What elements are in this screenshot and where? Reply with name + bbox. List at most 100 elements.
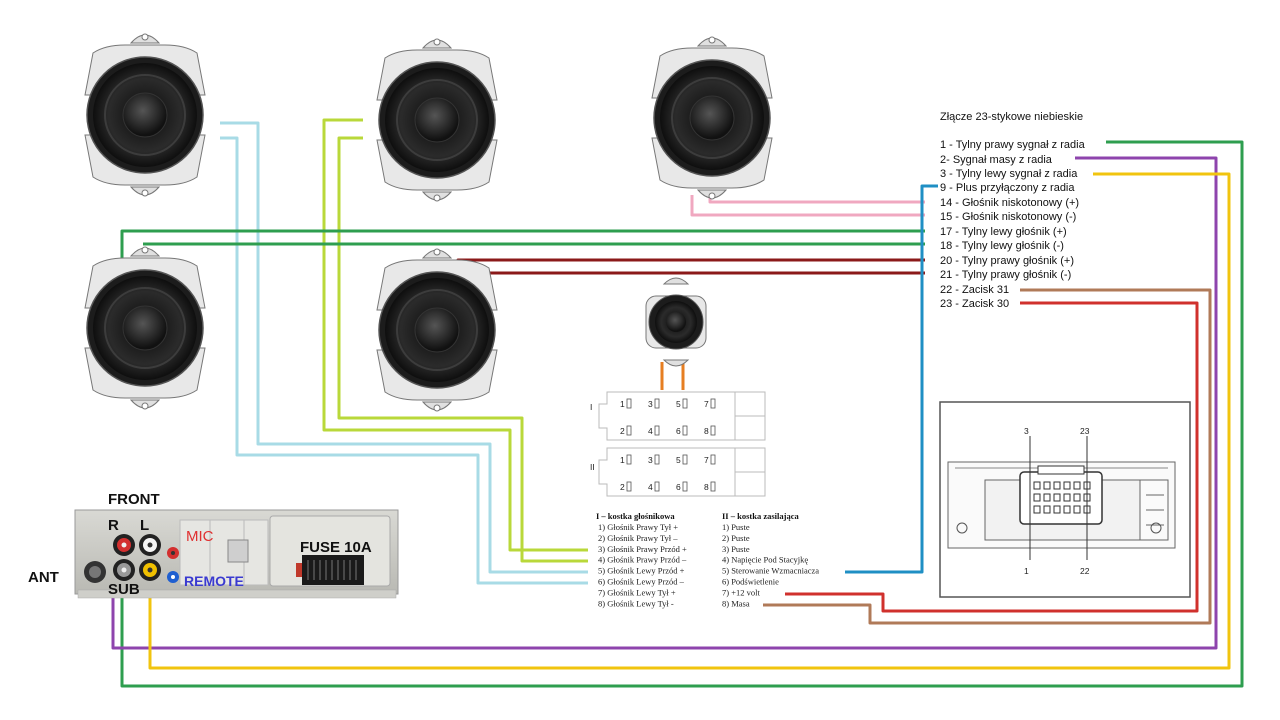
iso-block1-mark: I: [590, 402, 592, 412]
iso-cell: 2: [620, 482, 625, 492]
label-l: L: [140, 517, 149, 534]
speaker-front-left: [84, 33, 206, 197]
antenna-jack: [84, 561, 106, 583]
mic-jack: [167, 547, 179, 559]
head-unit: FRONT R L MIC REMOTE FUSE 10A ANT SUB: [28, 491, 399, 599]
rca-front-left: [139, 534, 161, 556]
plug-label-1: 1: [1024, 566, 1029, 576]
wire-ground-31: [763, 288, 1212, 625]
wire-rear-right-signal: [120, 140, 1244, 688]
iso-cell-contact: [710, 481, 716, 492]
speaker-front-right: [376, 38, 498, 202]
iso-cell-contact: [626, 454, 632, 465]
wire-woofer-plus: [690, 195, 925, 217]
iso-list2-item: 8) Masa: [722, 598, 750, 608]
plug-label-23: 23: [1080, 426, 1090, 436]
iso-cell-contact: [626, 425, 632, 436]
iso-cell: 2: [620, 426, 625, 436]
iso-list1-item: 1) Głośnik Prawy Tył +: [598, 522, 678, 532]
wire-front-left-plus: [220, 121, 588, 574]
label-sub: SUB: [108, 581, 140, 598]
pin-row: 9 - Plus przyłączony z radia: [940, 182, 1075, 194]
label-fuse: FUSE 10A: [300, 539, 372, 556]
pin-row: 22 - Zacisk 31: [940, 284, 1009, 296]
iso-cell: 3: [648, 399, 653, 409]
iso-cell-contact: [654, 398, 660, 409]
iso-cell: 4: [648, 426, 653, 436]
pin-row: 23 - Zacisk 30: [940, 298, 1009, 310]
pin-row: 21 - Tylny prawy głośnik (-): [940, 269, 1071, 281]
plug-drawing: 3 23 1 22: [939, 401, 1191, 598]
plug-pin: [1043, 505, 1051, 514]
plug-pin: [1073, 481, 1081, 490]
wire-front-right-minus: [337, 136, 588, 563]
iso-block2-mark: II: [590, 462, 595, 472]
iso-cell-contact: [710, 454, 716, 465]
label-front: FRONT: [108, 491, 160, 508]
iso-cell: 3: [648, 455, 653, 465]
iso-list1-item: 3) Głośnik Prawy Przód +: [598, 544, 687, 554]
wire-woofer-minus: [708, 192, 925, 204]
iso-cell: 4: [648, 482, 653, 492]
iso-cell: 1: [620, 399, 625, 409]
tweeter: [645, 277, 707, 367]
plug-pin: [1053, 481, 1061, 490]
iso-cell-contact: [682, 398, 688, 409]
iso-list2-item: 5) Sterowanie Wzmacniacza: [722, 566, 819, 576]
connector-title: Złącze 23-stykowe niebieskie: [940, 111, 1083, 123]
plug-label-3: 3: [1024, 426, 1029, 436]
plug-pin: [1033, 493, 1041, 502]
wire-remote-plus: [845, 184, 938, 574]
iso-cell-contact: [626, 481, 632, 492]
pin-row: 17 - Tylny lewy głośnik (+): [940, 226, 1067, 238]
iso-cell: 5: [676, 455, 681, 465]
iso-cell-contact: [626, 398, 632, 409]
iso-cell-contact: [710, 398, 716, 409]
iso-list2-item: 4) Napięcie Pod Stacyjkę: [722, 555, 808, 565]
label-remote: REMOTE: [184, 573, 244, 589]
rca-front-right: [113, 534, 135, 556]
iso-list2-item: 7) +12 volt: [722, 587, 760, 597]
wire-plus-30: [785, 301, 1199, 613]
wire-rear-right-plus: [456, 258, 925, 272]
pin-row: 15 - Głośnik niskotonowy (-): [940, 211, 1076, 223]
wire-front-left-minus: [220, 136, 588, 585]
iso-cell: 7: [704, 399, 709, 409]
plug-pin: [1033, 505, 1041, 514]
speaker-rear-left: [84, 246, 206, 410]
plug-pin: [1043, 493, 1051, 502]
iso-cell-contact: [654, 454, 660, 465]
rca-sub-left: [139, 559, 161, 581]
iso-cell: 8: [704, 482, 709, 492]
iso-list1-item: 5) Głośnik Lewy Przód +: [598, 566, 685, 576]
label-mic: MIC: [186, 528, 214, 545]
connector-pin-list: Złącze 23-stykowe niebieskie 1 - Tylny p…: [940, 111, 1086, 310]
iso-cell: 6: [676, 426, 681, 436]
iso-cell-contact: [682, 425, 688, 436]
plug-label-22: 22: [1080, 566, 1090, 576]
iso-cell: 7: [704, 455, 709, 465]
iso-cell-contact: [654, 425, 660, 436]
iso-legend: I – kostka głośnikowa II – kostka zasila…: [596, 511, 819, 608]
iso-cell-contact: [682, 481, 688, 492]
pin-row: 1 - Tylny prawy sygnał z radia: [940, 139, 1086, 151]
plug-pin: [1063, 493, 1071, 502]
speaker-rear-right: [376, 248, 498, 412]
speaker-woofer: [651, 36, 773, 200]
remote-jack: [167, 571, 179, 583]
iso-list1-item: 7) Głośnik Lewy Tył +: [598, 587, 676, 597]
plug-pin: [1053, 493, 1061, 502]
iso-cell-contact: [710, 425, 716, 436]
plug-pin: [1073, 493, 1081, 502]
plug-pin: [1073, 505, 1081, 514]
label-ant: ANT: [28, 569, 59, 586]
plug-pin: [1063, 505, 1071, 514]
iso-list1-item: 2) Głośnik Prawy Tył –: [598, 533, 678, 543]
pin-row: 20 - Tylny prawy głośnik (+): [940, 255, 1074, 267]
pin-row: 2- Sygnał masy z radia: [940, 154, 1053, 166]
pin-row: 14 - Głośnik niskotonowy (+): [940, 197, 1079, 209]
label-r: R: [108, 517, 119, 534]
iso-list1-item: 4) Głośnik Prawy Przód –: [598, 555, 687, 565]
